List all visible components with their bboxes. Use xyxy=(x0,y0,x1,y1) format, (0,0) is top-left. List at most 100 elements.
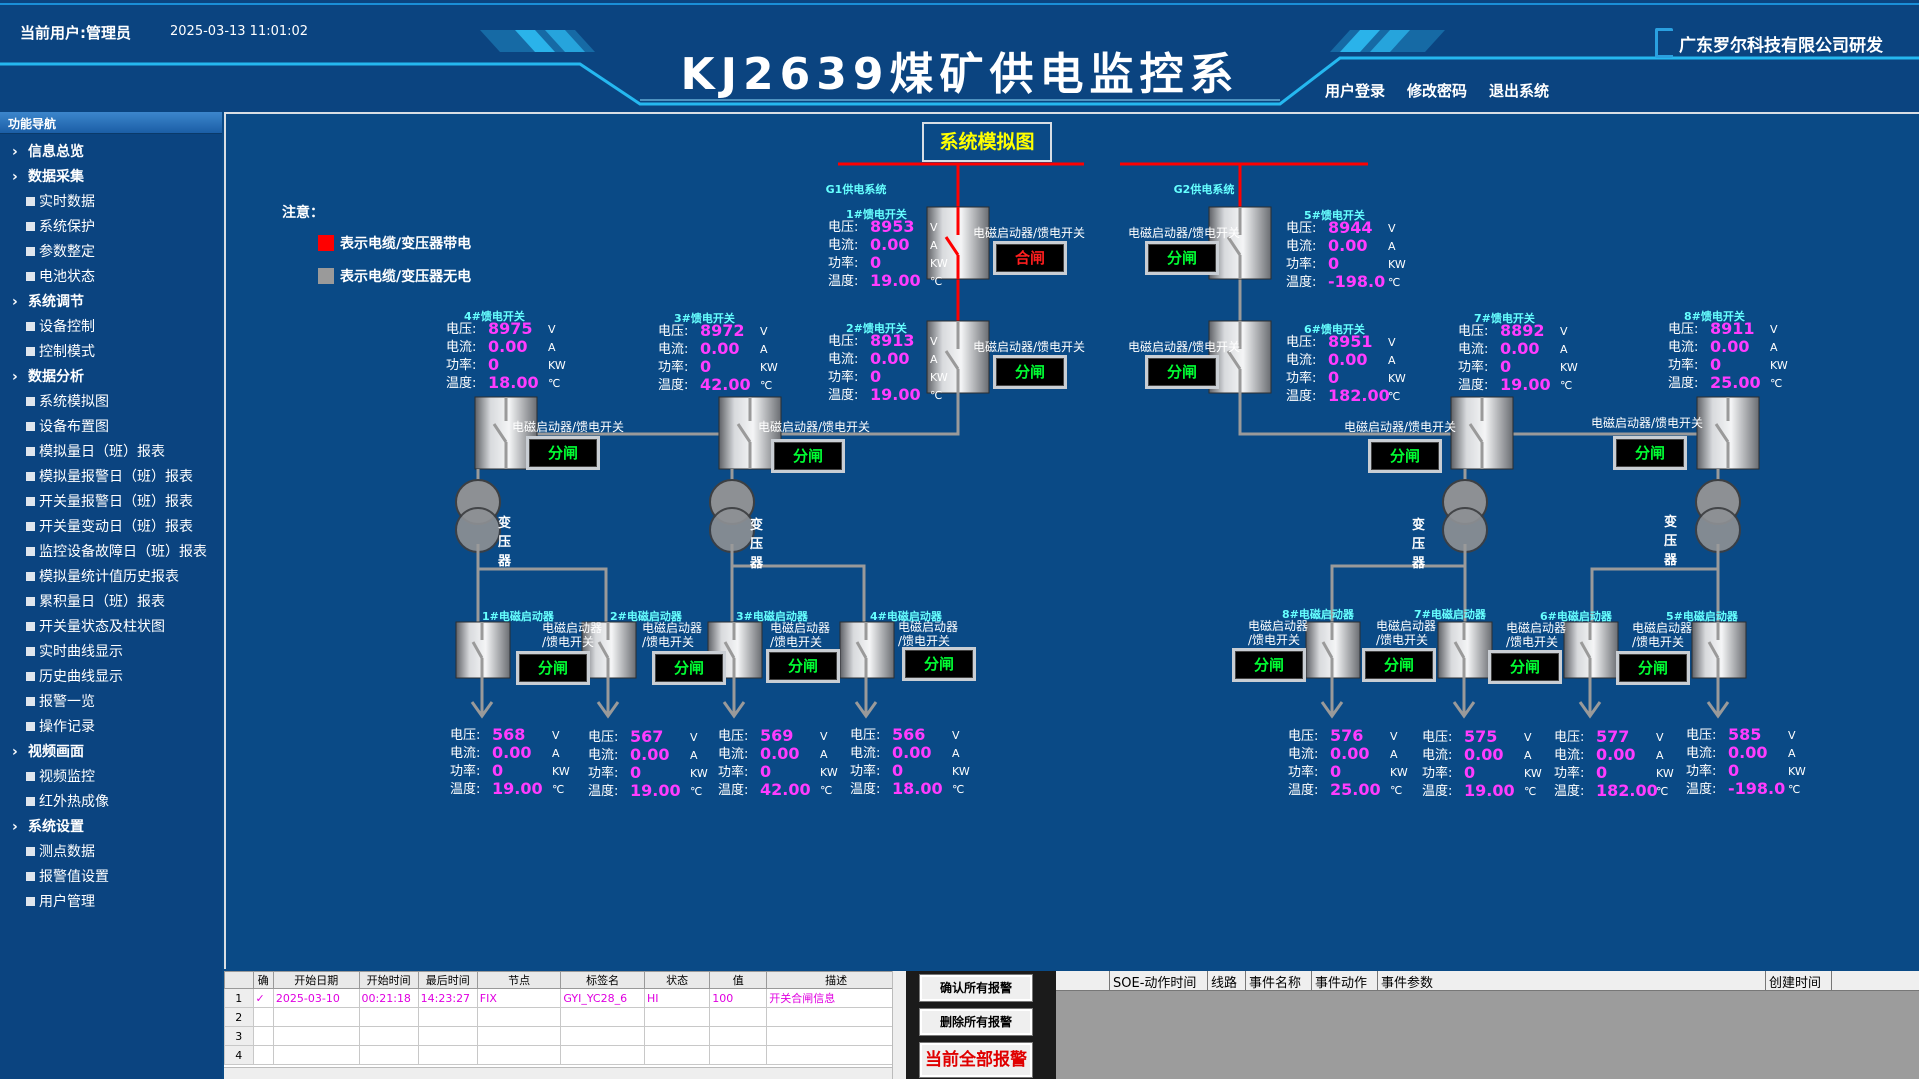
sidebar-item-3[interactable]: 系统保护 xyxy=(0,215,222,240)
delete-all-alarms-button[interactable]: 删除所有报警 xyxy=(919,1008,1033,1036)
starter-state-button[interactable]: 分闸 xyxy=(1488,650,1562,684)
sidebar-item-22[interactable]: 报警一览 xyxy=(0,690,222,715)
sidebar-item-29[interactable]: 报警值设置 xyxy=(0,865,222,890)
sidebar-item-26[interactable]: 红外热成像 xyxy=(0,790,222,815)
alarm-table-row[interactable]: 2 xyxy=(224,1007,906,1027)
meas-row-temp: 温度:-198.0℃ xyxy=(1686,780,1806,799)
starter-state-button[interactable]: 分闸 xyxy=(902,647,976,681)
sidebar-item-23[interactable]: 操作记录 xyxy=(0,715,222,740)
sidebar-group-0[interactable]: 信息总览 xyxy=(0,140,222,165)
alarm-col-value[interactable]: 值 xyxy=(709,971,768,989)
sidebar-item-30[interactable]: 用户管理 xyxy=(0,890,222,915)
sidebar-nav-list: 信息总览数据采集实时数据系统保护参数整定电池状态系统调节设备控制控制模式数据分析… xyxy=(0,134,222,915)
alarm-col-ack[interactable]: 确 xyxy=(252,971,274,989)
alarm-col-status[interactable]: 状态 xyxy=(643,971,711,989)
feeder-state-button[interactable]: 合闸 xyxy=(993,241,1067,275)
feeder-title: 4#馈电开关 xyxy=(464,310,525,323)
meas-unit-current: A xyxy=(1560,343,1568,356)
soe-col-line[interactable]: 线路 xyxy=(1208,971,1246,990)
meas-label-power: 功率: xyxy=(588,766,619,781)
sidebar-item-5[interactable]: 电池状态 xyxy=(0,265,222,290)
starter-state-button[interactable]: 分闸 xyxy=(1362,648,1436,682)
sidebar-item-4[interactable]: 参数整定 xyxy=(0,240,222,265)
switch-label: 电磁启动器/馈电开关 xyxy=(512,420,625,434)
legend-live: 表示电缆/变压器带电 xyxy=(318,233,471,253)
switch-blade xyxy=(1453,641,1466,659)
sidebar-item-17[interactable]: 模拟量统计值历史报表 xyxy=(0,565,222,590)
sidebar-group-24[interactable]: 视频画面 xyxy=(0,740,222,765)
sidebar-item-21[interactable]: 历史曲线显示 xyxy=(0,665,222,690)
alarm-cell-node: FIX xyxy=(476,988,562,1008)
sidebar-group-27[interactable]: 系统设置 xyxy=(0,815,222,840)
login-link[interactable]: 用户登录 xyxy=(1325,82,1386,100)
sidebar-item-25[interactable]: 视频监控 xyxy=(0,765,222,790)
sidebar-item-7[interactable]: 设备控制 xyxy=(0,315,222,340)
meas-unit-power: KW xyxy=(690,767,708,780)
feeder-state-button[interactable]: 分闸 xyxy=(993,355,1067,389)
soe-col-event-params[interactable]: 事件参数 xyxy=(1378,971,1766,990)
meas-value-current: 0.00 xyxy=(1328,236,1368,255)
meas-row-temp: 温度:182.00℃ xyxy=(1286,387,1406,406)
sidebar-item-28[interactable]: 测点数据 xyxy=(0,840,222,865)
feeder-state-button[interactable]: 分闸 xyxy=(771,439,845,473)
alarm-col-start-date[interactable]: 开始日期 xyxy=(272,971,360,989)
sidebar-item-2[interactable]: 实时数据 xyxy=(0,190,222,215)
sidebar-group-6[interactable]: 系统调节 xyxy=(0,290,222,315)
meas-value-power: 0 xyxy=(488,355,500,374)
soe-col-action-time[interactable]: SOE-动作时间 xyxy=(1110,971,1208,990)
meas-unit-temp: ℃ xyxy=(820,784,833,797)
alarm-table-row[interactable]: 3 xyxy=(224,1026,906,1046)
logout-link[interactable]: 退出系统 xyxy=(1489,82,1550,100)
meas-unit-power: KW xyxy=(820,766,838,779)
sidebar-item-12[interactable]: 模拟量日（班）报表 xyxy=(0,440,222,465)
sidebar-item-16[interactable]: 监控设备故障日（班）报表 xyxy=(0,540,222,565)
sidebar-item-13[interactable]: 模拟量报警日（班）报表 xyxy=(0,465,222,490)
sidebar-group-1[interactable]: 数据采集 xyxy=(0,165,222,190)
starter-state-button[interactable]: 分闸 xyxy=(1232,648,1306,682)
starter-state-button[interactable]: 分闸 xyxy=(652,651,726,685)
alarm-col-tag[interactable]: 标签名 xyxy=(560,971,645,989)
starter-state-button[interactable]: 分闸 xyxy=(516,651,590,685)
feeder-state-button[interactable]: 分闸 xyxy=(1613,436,1687,470)
alarm-col-start-time[interactable]: 开始时间 xyxy=(358,971,419,989)
soe-table[interactable]: SOE-动作时间 线路 事件名称 事件动作 事件参数 创建时间 xyxy=(1056,971,1919,1079)
feeder-state-button[interactable]: 分闸 xyxy=(1145,355,1219,389)
sidebar-item-11[interactable]: 设备布置图 xyxy=(0,415,222,440)
sidebar-item-19[interactable]: 开关量状态及柱状图 xyxy=(0,615,222,640)
alarm-table[interactable]: 确 开始日期 开始时间 最后时间 节点 标签名 状态 值 描述 1✓2025-0… xyxy=(224,971,906,1079)
sidebar-item-10[interactable]: 系统模拟图 xyxy=(0,390,222,415)
sidebar-item-18[interactable]: 累积量日（班）报表 xyxy=(0,590,222,615)
meas-value-power: 0 xyxy=(1710,355,1722,374)
soe-col-event-name[interactable]: 事件名称 xyxy=(1246,971,1312,990)
feeder-state-button[interactable]: 分闸 xyxy=(1145,241,1219,275)
current-all-alarms-button[interactable]: 当前全部报警 xyxy=(919,1042,1033,1078)
feeder-state-button[interactable]: 分闸 xyxy=(526,436,600,470)
sidebar-item-14[interactable]: 开关量报警日（班）报表 xyxy=(0,490,222,515)
soe-col-event-action[interactable]: 事件动作 xyxy=(1312,971,1378,990)
starter-state-button[interactable]: 分闸 xyxy=(766,649,840,683)
alarm-cell-last_time xyxy=(417,1045,478,1065)
sidebar-item-15[interactable]: 开关量变动日（班）报表 xyxy=(0,515,222,540)
alarm-col-node[interactable]: 节点 xyxy=(476,971,562,989)
alarm-cell-start_date xyxy=(272,1045,360,1065)
change-password-link[interactable]: 修改密码 xyxy=(1407,82,1468,100)
sidebar-item-20[interactable]: 实时曲线显示 xyxy=(0,640,222,665)
meas-value-power: 0 xyxy=(1328,254,1340,273)
switch-blade xyxy=(1579,641,1592,659)
switch-blade xyxy=(855,641,868,659)
sidebar-item-8[interactable]: 控制模式 xyxy=(0,340,222,365)
meas-unit-temp: ℃ xyxy=(1390,784,1403,797)
alarm-col-last-time[interactable]: 最后时间 xyxy=(417,971,478,989)
starter-state-button[interactable]: 分闸 xyxy=(1616,651,1690,685)
alarm-col-desc[interactable]: 描述 xyxy=(766,971,906,989)
sidebar-group-9[interactable]: 数据分析 xyxy=(0,365,222,390)
confirm-all-alarms-button[interactable]: 确认所有报警 xyxy=(919,974,1033,1002)
alarm-table-vscroll[interactable] xyxy=(892,971,906,1079)
alarm-table-row[interactable]: 4 xyxy=(224,1045,906,1065)
feeder-state-button[interactable]: 分闸 xyxy=(1368,439,1442,473)
soe-col-create-time[interactable]: 创建时间 xyxy=(1766,971,1832,990)
meas-label-power: 功率: xyxy=(1288,765,1319,780)
alarm-table-hscroll[interactable] xyxy=(224,1067,892,1079)
